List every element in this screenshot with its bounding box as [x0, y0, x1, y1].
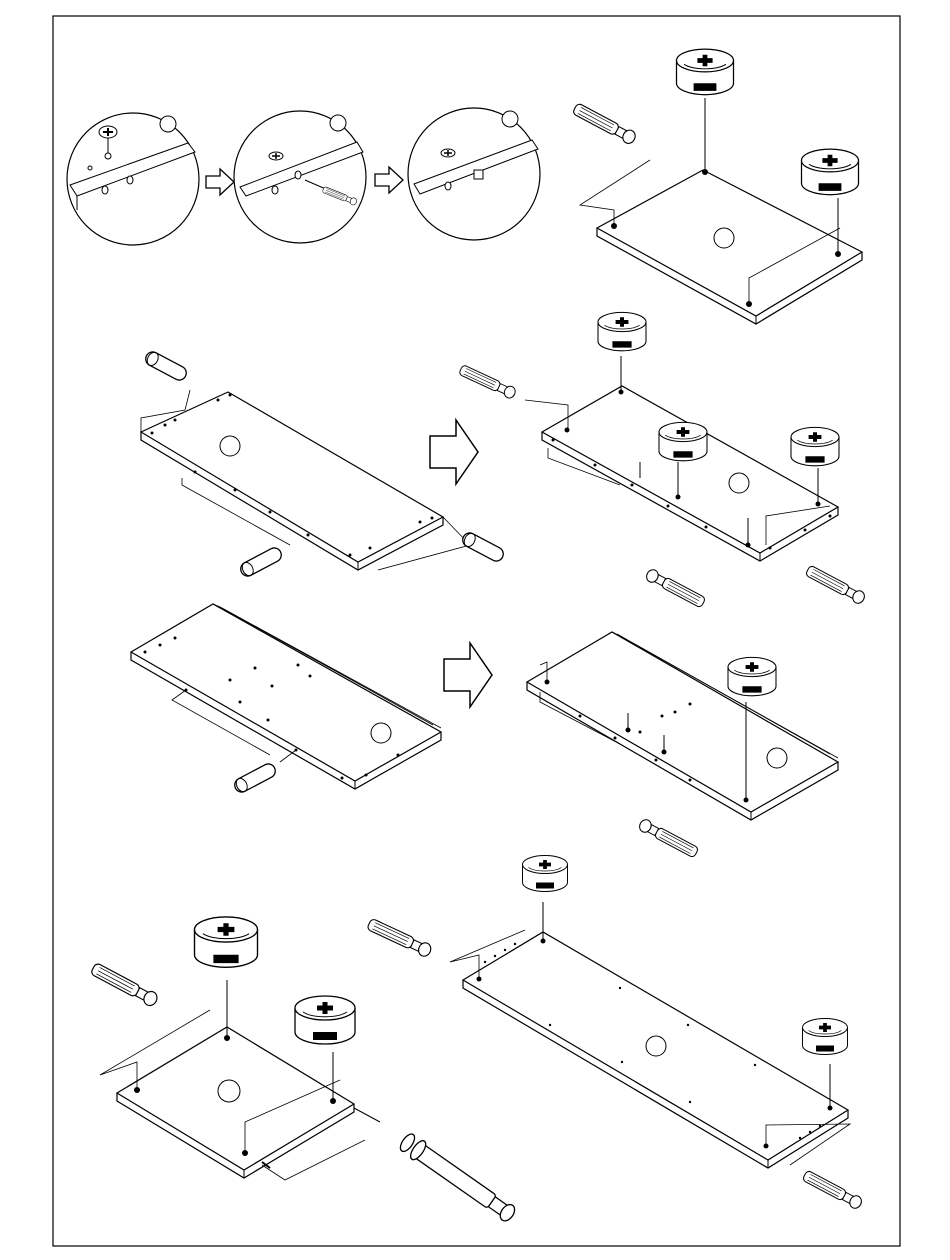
detail-circle-finished	[408, 108, 540, 240]
cam-lock-icon	[677, 49, 734, 95]
locator-circle-icon	[220, 436, 240, 456]
locator-circle-icon	[714, 228, 734, 248]
locator-circle-icon	[729, 473, 749, 493]
cam-lock-icon	[659, 422, 707, 460]
locator-circle-icon	[646, 1036, 666, 1056]
locator-circle-icon	[767, 748, 787, 768]
cam-lock-icon	[791, 427, 839, 465]
detail-circle-insert-dowel	[234, 111, 366, 243]
cam-lock-icon	[598, 312, 646, 350]
cam-lock-icon	[295, 996, 355, 1044]
cam-lock-icon	[802, 149, 859, 195]
locator-circle-icon	[502, 111, 518, 127]
cam-lock-icon	[523, 856, 568, 892]
cam-lock-icon	[803, 1019, 848, 1055]
locator-circle-icon	[218, 1080, 240, 1102]
locator-circle-icon	[371, 723, 391, 743]
locator-circle-icon	[330, 115, 346, 131]
detail-circle-insert-cam	[67, 113, 199, 245]
cam-lock-icon	[728, 657, 776, 695]
locator-circle-icon	[160, 116, 176, 132]
cam-lock-icon	[195, 917, 258, 967]
